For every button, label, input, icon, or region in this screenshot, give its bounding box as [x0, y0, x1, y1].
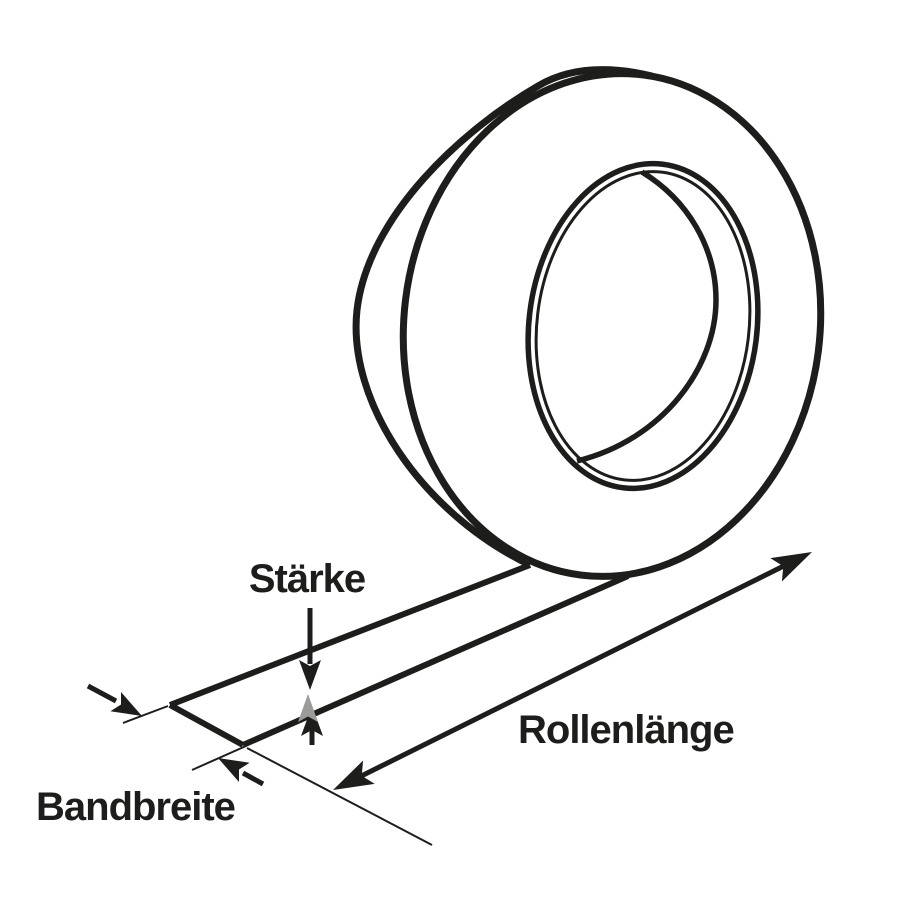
- roll-back-outline: [352, 66, 653, 569]
- width-arrow-upper-shaft: [86, 683, 118, 704]
- width-arrow-lower-shaft: [241, 770, 265, 787]
- thickness-arrow-down-head-icon: [299, 660, 321, 690]
- width-extension-bottom: [191, 745, 247, 771]
- band-width-dimension: [86, 683, 265, 787]
- roll-length-label: Rollenlänge: [518, 708, 734, 752]
- core-hole-inner-rim: [534, 170, 752, 482]
- length-dimension-line: [340, 554, 805, 788]
- width-arrow-upper-head-icon: [110, 692, 142, 716]
- tape-roll: [352, 66, 825, 580]
- roll-front-face: [399, 70, 825, 580]
- length-arrow-right-head-icon: [770, 552, 812, 582]
- roll-length-dimension: [333, 552, 812, 790]
- length-arrow-left-head-icon: [333, 760, 375, 790]
- thickness-arrow-up-head-icon: [301, 706, 323, 736]
- extension-lines: [122, 705, 433, 846]
- thickness-arrow-gray-head-icon: [298, 694, 318, 722]
- strip-top-edge: [168, 562, 532, 708]
- band-width-label: Bandbreite: [36, 785, 235, 829]
- core-hole-outer-rim: [525, 160, 761, 492]
- length-extension: [246, 747, 433, 846]
- strip-end-edge: [168, 702, 245, 748]
- thickness-dimension: [298, 608, 323, 745]
- thickness-label: Stärke: [249, 557, 365, 601]
- width-extension-top: [122, 705, 169, 724]
- width-arrow-lower-head-icon: [218, 758, 250, 782]
- core-inner-wall: [576, 169, 719, 464]
